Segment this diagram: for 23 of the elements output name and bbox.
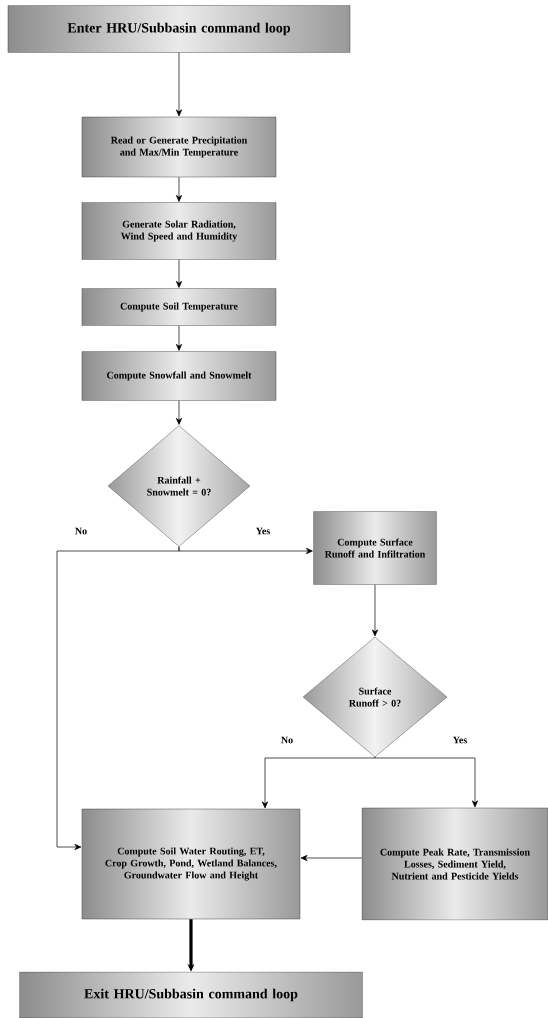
arrow	[175, 259, 183, 288]
process-box: Compute Soil Water Routing, ET, Crop Growth, Pond, Wetland Balances, Groundwater Flow and Height	[81, 808, 301, 920]
arrow	[175, 325, 183, 351]
process-box: Compute Snowfall and Snowmelt	[81, 351, 277, 401]
process-box: Read or Generate Precipitation and Max/Min Temperature	[81, 116, 277, 178]
process-box: Compute Soil Temperature	[81, 288, 277, 326]
process-box: Compute Surface Runoff and Infiltration	[313, 511, 437, 585]
process-box: Generate Solar Radiation, Wind Speed and Humidity	[81, 202, 277, 260]
edge-label: Yes	[451, 735, 469, 745]
process-box: Exit HRU/Subbasin command loop	[19, 971, 363, 1018]
edge-label: Yes	[254, 526, 272, 536]
arrow	[175, 176, 183, 202]
arrow	[175, 400, 183, 425]
edge-label: No	[279, 735, 295, 745]
edge-label: No	[73, 526, 89, 536]
arrow	[178, 546, 313, 555]
arrow	[300, 854, 363, 862]
arrow	[371, 584, 379, 637]
process-box: Enter HRU/Subbasin command loop	[7, 5, 351, 53]
arrow	[261, 756, 376, 809]
process-box: Compute Peak Rate, Transmission Losses, Sediment Yield, Nutrient and Pesticide Yields	[361, 807, 548, 921]
arrow	[175, 52, 183, 117]
arrow	[374, 756, 479, 808]
